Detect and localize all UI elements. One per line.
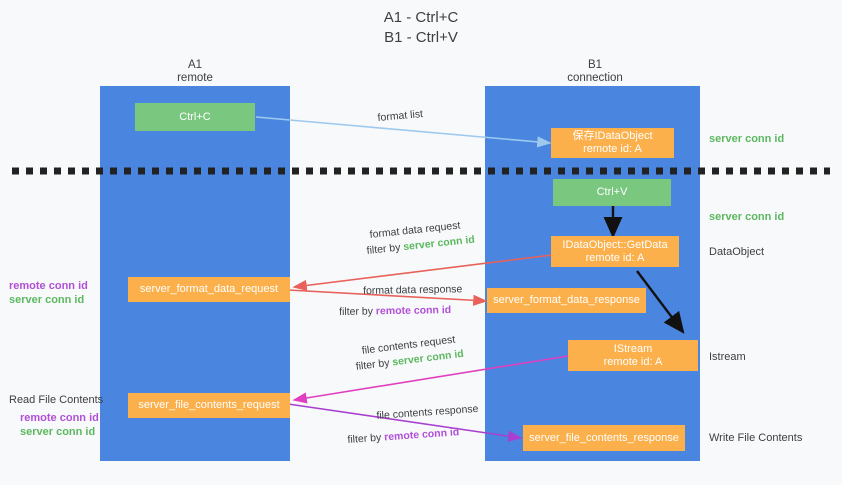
box-server-format-data-request-label: server_format_data_request xyxy=(139,283,279,295)
label-istream: Istream xyxy=(709,351,746,363)
flow-filter-prefix: filter by xyxy=(355,356,394,373)
label-server-conn-id-upper: server conn id xyxy=(9,294,85,306)
box-ctrl-v[interactable]: Ctrl+V xyxy=(553,179,671,206)
label-remote-conn-id-upper: remote conn id xyxy=(9,280,88,292)
box-server-file-contents-request-label: server_file_contents_request xyxy=(138,399,280,411)
box-ctrl-c[interactable]: Ctrl+C xyxy=(135,103,255,131)
box-server-file-contents-response[interactable]: server_file_contents_response xyxy=(523,425,685,451)
box-istream-line1: IStream xyxy=(613,342,653,355)
label-write-file-contents: Write File Contents xyxy=(709,432,803,444)
flow-label-format-data-response-filter: filter by remote conn id xyxy=(339,303,451,319)
title-line-2: B1 - Ctrl+V xyxy=(384,29,458,46)
label-server-conn-id-second: server conn id xyxy=(709,211,785,223)
box-server-file-contents-response-label: server_file_contents_response xyxy=(529,431,679,444)
flow-filter-value-remote-conn-id: remote conn id xyxy=(383,426,460,444)
box-server-format-data-request[interactable]: server_format_data_request xyxy=(128,277,290,302)
box-save-idataobject-line1: 保存IDataObject xyxy=(572,130,653,142)
box-server-format-data-response-label: server_format_data_response xyxy=(493,294,640,306)
label-remote-conn-id-lower: remote conn id xyxy=(20,412,99,424)
box-save-idataobject[interactable]: 保存IDataObject remote id: A xyxy=(551,128,674,158)
box-server-format-data-response[interactable]: server_format_data_response xyxy=(487,288,646,313)
box-server-file-contents-request[interactable]: server_file_contents_request xyxy=(128,393,290,418)
label-read-file-contents: Read File Contents xyxy=(9,394,104,406)
flow-filter-prefix: filter by xyxy=(339,305,376,318)
column-header-b1-name: B1 xyxy=(587,59,603,71)
box-idataobject-getdata-line1: IDataObject::GetData xyxy=(562,238,668,251)
box-istream-line2: remote id: A xyxy=(603,355,663,368)
flow-label-format-data-response: format data response xyxy=(363,283,463,297)
box-ctrl-c-label: Ctrl+C xyxy=(179,110,211,123)
label-dataobject: DataObject xyxy=(709,246,765,258)
box-save-idataobject-line2: remote id: A xyxy=(583,143,642,155)
column-header-a1-sub: remote xyxy=(177,72,213,84)
flow-filter-value-remote-conn-id: remote conn id xyxy=(375,304,452,318)
label-server-conn-id-lower: server conn id xyxy=(20,426,96,438)
column-header-b1-sub: connection xyxy=(567,72,623,84)
column-header-a1: A1 remote xyxy=(120,59,270,85)
diagram-title: A1 - Ctrl+C B1 - Ctrl+V xyxy=(0,8,842,48)
flow-filter-prefix: filter by xyxy=(347,431,385,446)
column-header-a1-name: A1 xyxy=(187,59,203,71)
box-istream[interactable]: IStream remote id: A xyxy=(568,340,698,371)
title-line-1: A1 - Ctrl+C xyxy=(383,9,459,26)
label-server-conn-id-top: server conn id xyxy=(709,133,785,145)
flow-label-file-contents-response: file contents response xyxy=(376,402,479,422)
flow-filter-prefix: filter by xyxy=(366,241,404,257)
box-idataobject-getdata[interactable]: IDataObject::GetData remote id: A xyxy=(551,236,679,267)
box-ctrl-v-label: Ctrl+V xyxy=(596,186,628,198)
flow-label-file-contents-response-filter: filter by remote conn id xyxy=(347,425,460,447)
flow-label-format-list: format list xyxy=(377,108,424,124)
box-idataobject-getdata-line2: remote id: A xyxy=(585,251,645,264)
column-header-b1: B1 connection xyxy=(520,59,670,85)
